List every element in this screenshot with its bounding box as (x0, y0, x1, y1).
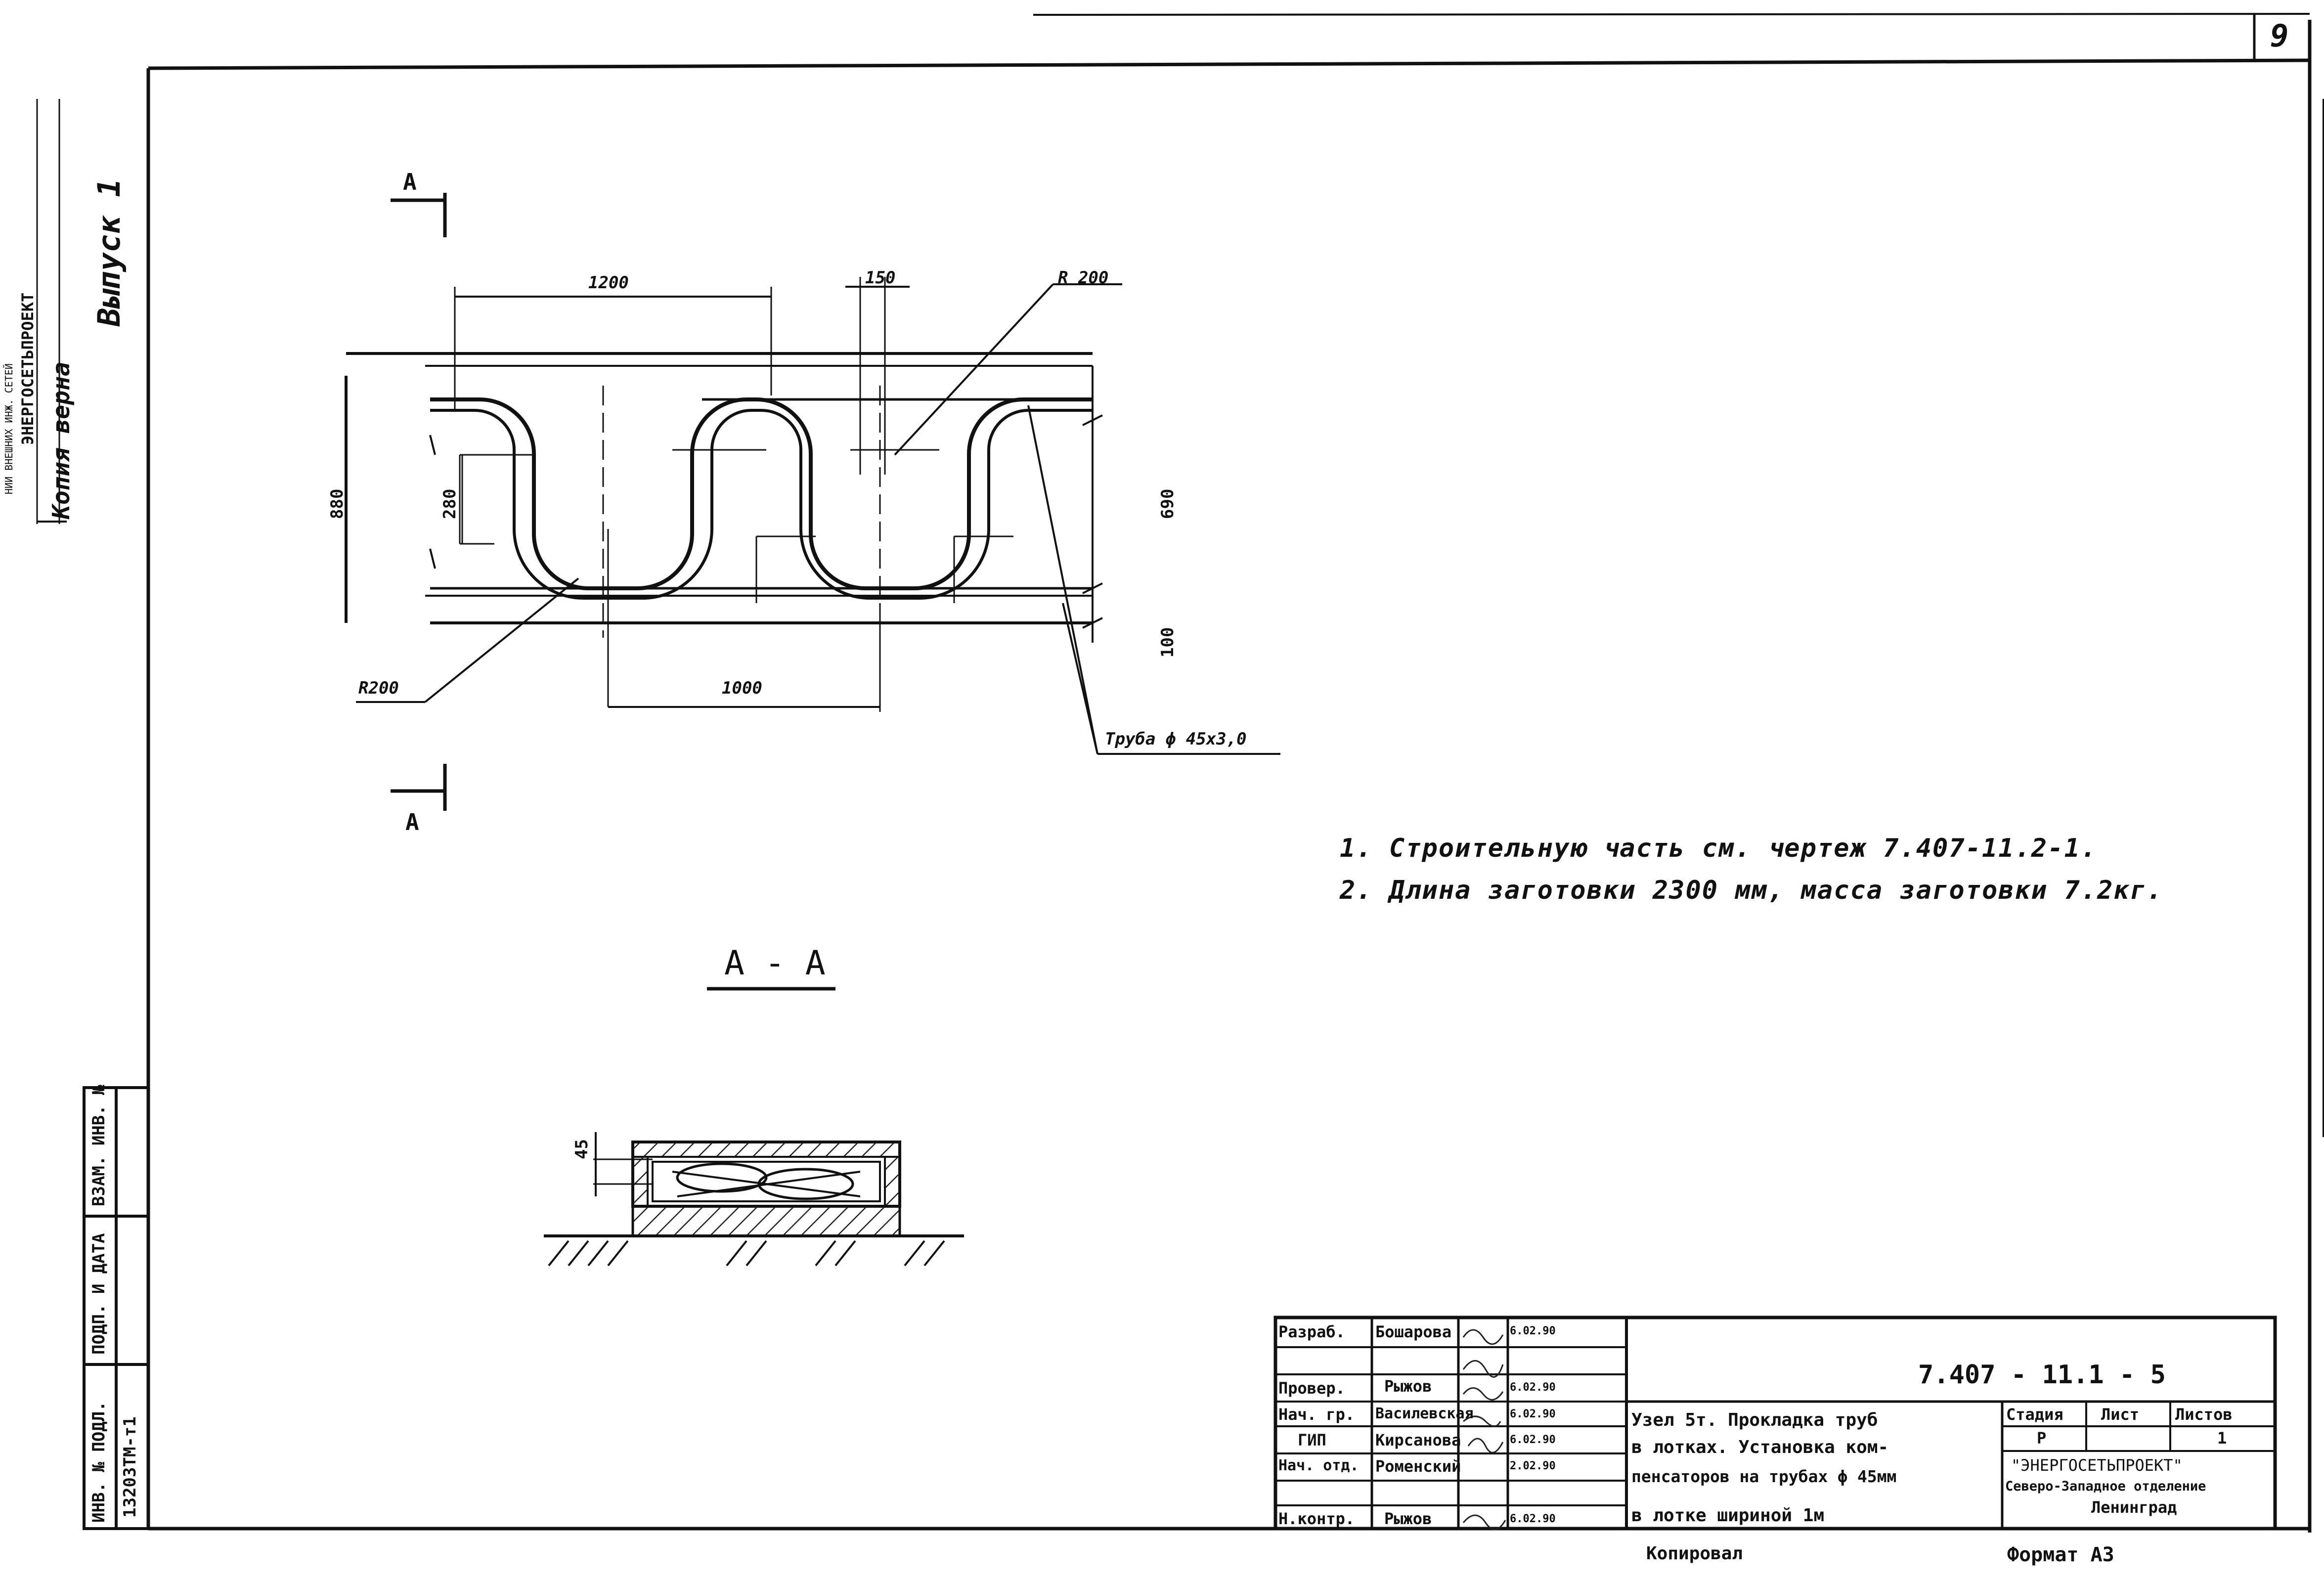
tb-role-1: Провер. (1278, 1379, 1345, 1398)
margin-stamp-small: НИИ ВНЕШНИХ ИНЖ. СЕТЕЙ (3, 363, 15, 494)
section-mark-bottom: А (405, 809, 419, 835)
description-line-2: в лотках. Установка ком- (1631, 1437, 1889, 1457)
dim-1200: 1200 (588, 273, 629, 293)
tb-date-4: 2.02.90 (1510, 1460, 1556, 1472)
tb-role-2: Нач. гр. (1278, 1405, 1355, 1424)
tb-date-0: 6.02.90 (1510, 1325, 1556, 1337)
tb-name-2: Василевская (1375, 1405, 1474, 1422)
tb-name-1: Рыжов (1384, 1377, 1432, 1396)
dim-100: 100 (1158, 627, 1178, 658)
description-line-1: Узел 5т. Прокладка труб (1631, 1410, 1878, 1430)
section-a-a (544, 987, 964, 1267)
left-margin-stamp (36, 99, 67, 524)
tb-role-4: Нач. отд. (1278, 1457, 1359, 1474)
sheet-frame (146, 13, 2324, 1533)
org-margin-label: ЭНЕРГОСЕТЬПРОЕКТ (18, 292, 37, 445)
tb-date-1: 6.02.90 (1510, 1381, 1556, 1394)
tb-role-0: Разраб. (1278, 1322, 1345, 1341)
copy-verified-label: Копия верна (47, 362, 75, 519)
tb-name-5: Рыжов (1384, 1509, 1432, 1528)
tb-date-2: 6.02.90 (1510, 1408, 1556, 1420)
side-stamp-inv-header: ИНВ. № ПОДЛ. (89, 1401, 109, 1523)
tb-role-5: Н.контр. (1278, 1509, 1355, 1528)
tb-role-3: ГИП (1298, 1431, 1326, 1449)
tb-name-0: Бошарова (1375, 1322, 1452, 1341)
org-branch: Северо-Западное отделение (2005, 1479, 2206, 1494)
dim-r200-top: R 200 (1058, 268, 1109, 288)
stage-value: Р (2037, 1429, 2047, 1448)
tb-name-4: Роменский (1375, 1457, 1461, 1476)
dim-1000: 1000 (722, 678, 762, 698)
side-stamp-inv-value: 13203ТМ-т1 (120, 1416, 140, 1518)
title-block-grid (1273, 1316, 2277, 1531)
drawing-code: 7.407 - 11.1 - 5 (1918, 1360, 2166, 1390)
sheets-value: 1 (2217, 1429, 2227, 1448)
dim-880: 880 (327, 488, 347, 519)
sheets-header: Листов (2175, 1405, 2233, 1424)
note-2: 2. Длина заготовки 2300 мм, масса загото… (1340, 876, 2163, 905)
format-label: Формат А3 (2007, 1543, 2114, 1566)
org-name: "ЭНЕРГОСЕТЬПРОЕКТ" (2011, 1456, 2183, 1475)
pipe-compensator (430, 397, 1093, 590)
section-mark-top: А (403, 169, 417, 195)
org-city: Ленинград (2091, 1498, 2177, 1517)
sheet-header: Лист (2101, 1405, 2140, 1424)
dim-45: 45 (572, 1139, 592, 1159)
side-stamp-replace-header: ВЗАМ. ИНВ. № (89, 1085, 109, 1206)
signatures (1462, 1329, 1506, 1531)
tb-name-3: Кирсанова (1375, 1431, 1461, 1449)
side-stamp-sign-header: ПОДП. И ДАТА (89, 1233, 109, 1355)
note-1: 1. Строительную часть см. чертеж 7.407-1… (1340, 834, 2098, 863)
description-line-3: пенсаторов на трубах ϕ 45мм (1631, 1467, 1897, 1486)
dim-280: 280 (440, 488, 460, 519)
stage-header: Стадия (2006, 1405, 2063, 1424)
tb-date-5: 6.02.90 (1510, 1513, 1556, 1525)
section-title: А - А (724, 944, 826, 983)
vypusk-label: Выпуск 1 (91, 178, 127, 326)
side-stamp (83, 1086, 150, 1530)
dim-150: 150 (865, 268, 896, 288)
pipe-label: Труба ϕ 45х3,0 (1105, 729, 1247, 749)
description-line-4: в лотке шириной 1м (1631, 1505, 1825, 1526)
dim-690: 690 (1158, 488, 1178, 519)
tb-date-3: 6.02.90 (1510, 1434, 1556, 1446)
dim-r200-bottom: R200 (358, 678, 399, 698)
copied-label: Копировал (1646, 1543, 1743, 1564)
plan-view (345, 193, 1280, 811)
page-number: 9 (2270, 18, 2289, 54)
